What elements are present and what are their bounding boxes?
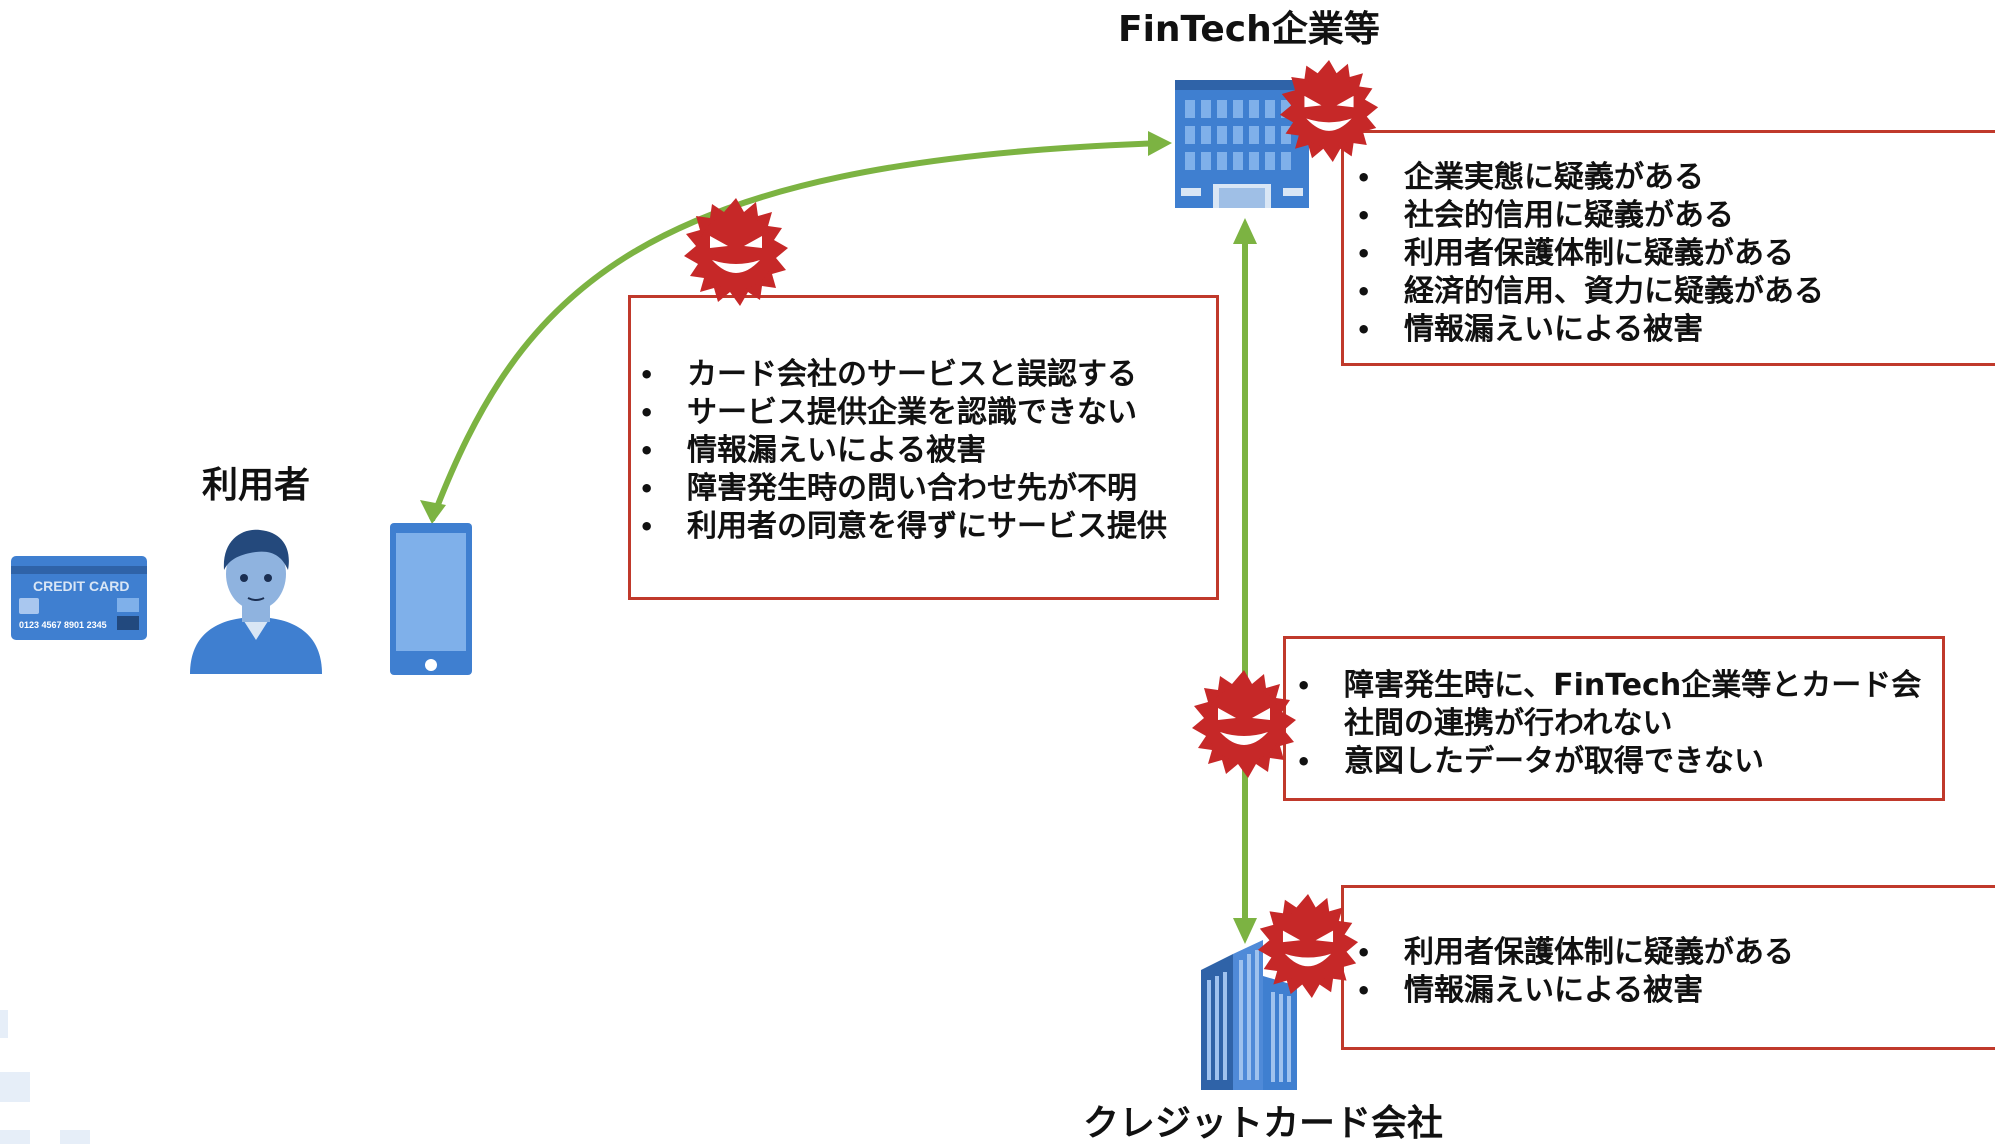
risk-list-card-company: 利用者保護体制に疑義がある 情報漏えいによる被害	[1348, 934, 1995, 1010]
phone-home-button	[425, 659, 437, 671]
card-stripe	[11, 566, 147, 574]
risk-box-card-company: 利用者保護体制に疑義がある 情報漏えいによる被害	[1341, 885, 1995, 1050]
risk-item: 社会的信用に疑義がある	[1348, 197, 1995, 235]
smartphone-icon	[390, 523, 472, 675]
risk-list-connection: 障害発生時に、FinTech企業等とカード会社間の連携が行われない 意図したデー…	[1288, 667, 1942, 781]
card-panel	[117, 598, 139, 612]
risk-item: 情報漏えいによる被害	[631, 432, 1216, 470]
arrow-user-fintech	[429, 140, 1166, 522]
arrowhead-to-phone	[420, 500, 446, 524]
risk-item: 情報漏えいによる被害	[1348, 972, 1995, 1010]
risk-item: 情報漏えいによる被害	[1348, 311, 1995, 349]
card-panel-dark	[117, 616, 139, 630]
arrowhead-to-fintech	[1148, 131, 1172, 156]
risk-item: サービス提供企業を認識できない	[631, 394, 1216, 432]
office-building-icon	[1175, 80, 1309, 208]
risk-list-user-fintech: カード会社のサービスと誤認する サービス提供企業を認識できない 情報漏えいによる…	[631, 356, 1216, 546]
credit-card-icon: CREDIT CARD 0123 4567 8901 2345	[11, 556, 147, 640]
risk-item: カード会社のサービスと誤認する	[631, 356, 1216, 394]
skyscraper-icon	[1201, 940, 1297, 1090]
risk-item: 障害発生時の問い合わせ先が不明	[631, 470, 1216, 508]
arrowhead-down-card	[1233, 918, 1257, 944]
decorative-square	[0, 1130, 30, 1144]
risk-item: 利用者の同意を得ずにサービス提供	[631, 508, 1216, 546]
credit-card-number: 0123 4567 8901 2345	[19, 620, 107, 630]
risk-list-fintech: 企業実態に疑義がある 社会的信用に疑義がある 利用者保護体制に疑義がある 経済的…	[1348, 159, 1995, 349]
risk-item: 利用者保護体制に疑義がある	[1348, 235, 1995, 273]
decorative-square	[0, 1010, 8, 1038]
risk-item: 経済的信用、資力に疑義がある	[1348, 273, 1995, 311]
card-company-label: クレジットカード会社	[1083, 1103, 1444, 1144]
virus-icon	[1257, 894, 1359, 998]
virus-icon	[684, 198, 788, 306]
virus-icon	[1192, 670, 1296, 778]
arrowhead-up-fintech	[1233, 218, 1257, 244]
risk-item: 意図したデータが取得できない	[1288, 743, 1942, 781]
risk-item: 利用者保護体制に疑義がある	[1348, 934, 1995, 972]
phone-screen	[396, 533, 466, 651]
card-chip	[19, 598, 39, 614]
credit-card-text: CREDIT CARD	[33, 578, 130, 594]
user-label: 利用者	[202, 465, 311, 506]
person-icon	[190, 529, 322, 674]
decorative-square	[60, 1130, 90, 1144]
decorative-square	[0, 1072, 30, 1102]
risk-item: 障害発生時に、FinTech企業等とカード会社間の連携が行われない	[1288, 667, 1924, 743]
risk-item: 企業実態に疑義がある	[1348, 159, 1995, 197]
risk-box-connection: 障害発生時に、FinTech企業等とカード会社間の連携が行われない 意図したデー…	[1283, 636, 1945, 801]
risk-box-fintech: 企業実態に疑義がある 社会的信用に疑義がある 利用者保護体制に疑義がある 経済的…	[1341, 130, 1995, 366]
risk-box-user-fintech: カード会社のサービスと誤認する サービス提供企業を認識できない 情報漏えいによる…	[628, 295, 1219, 600]
fintech-label: FinTech企業等	[1118, 9, 1380, 50]
virus-icon	[1279, 60, 1379, 162]
